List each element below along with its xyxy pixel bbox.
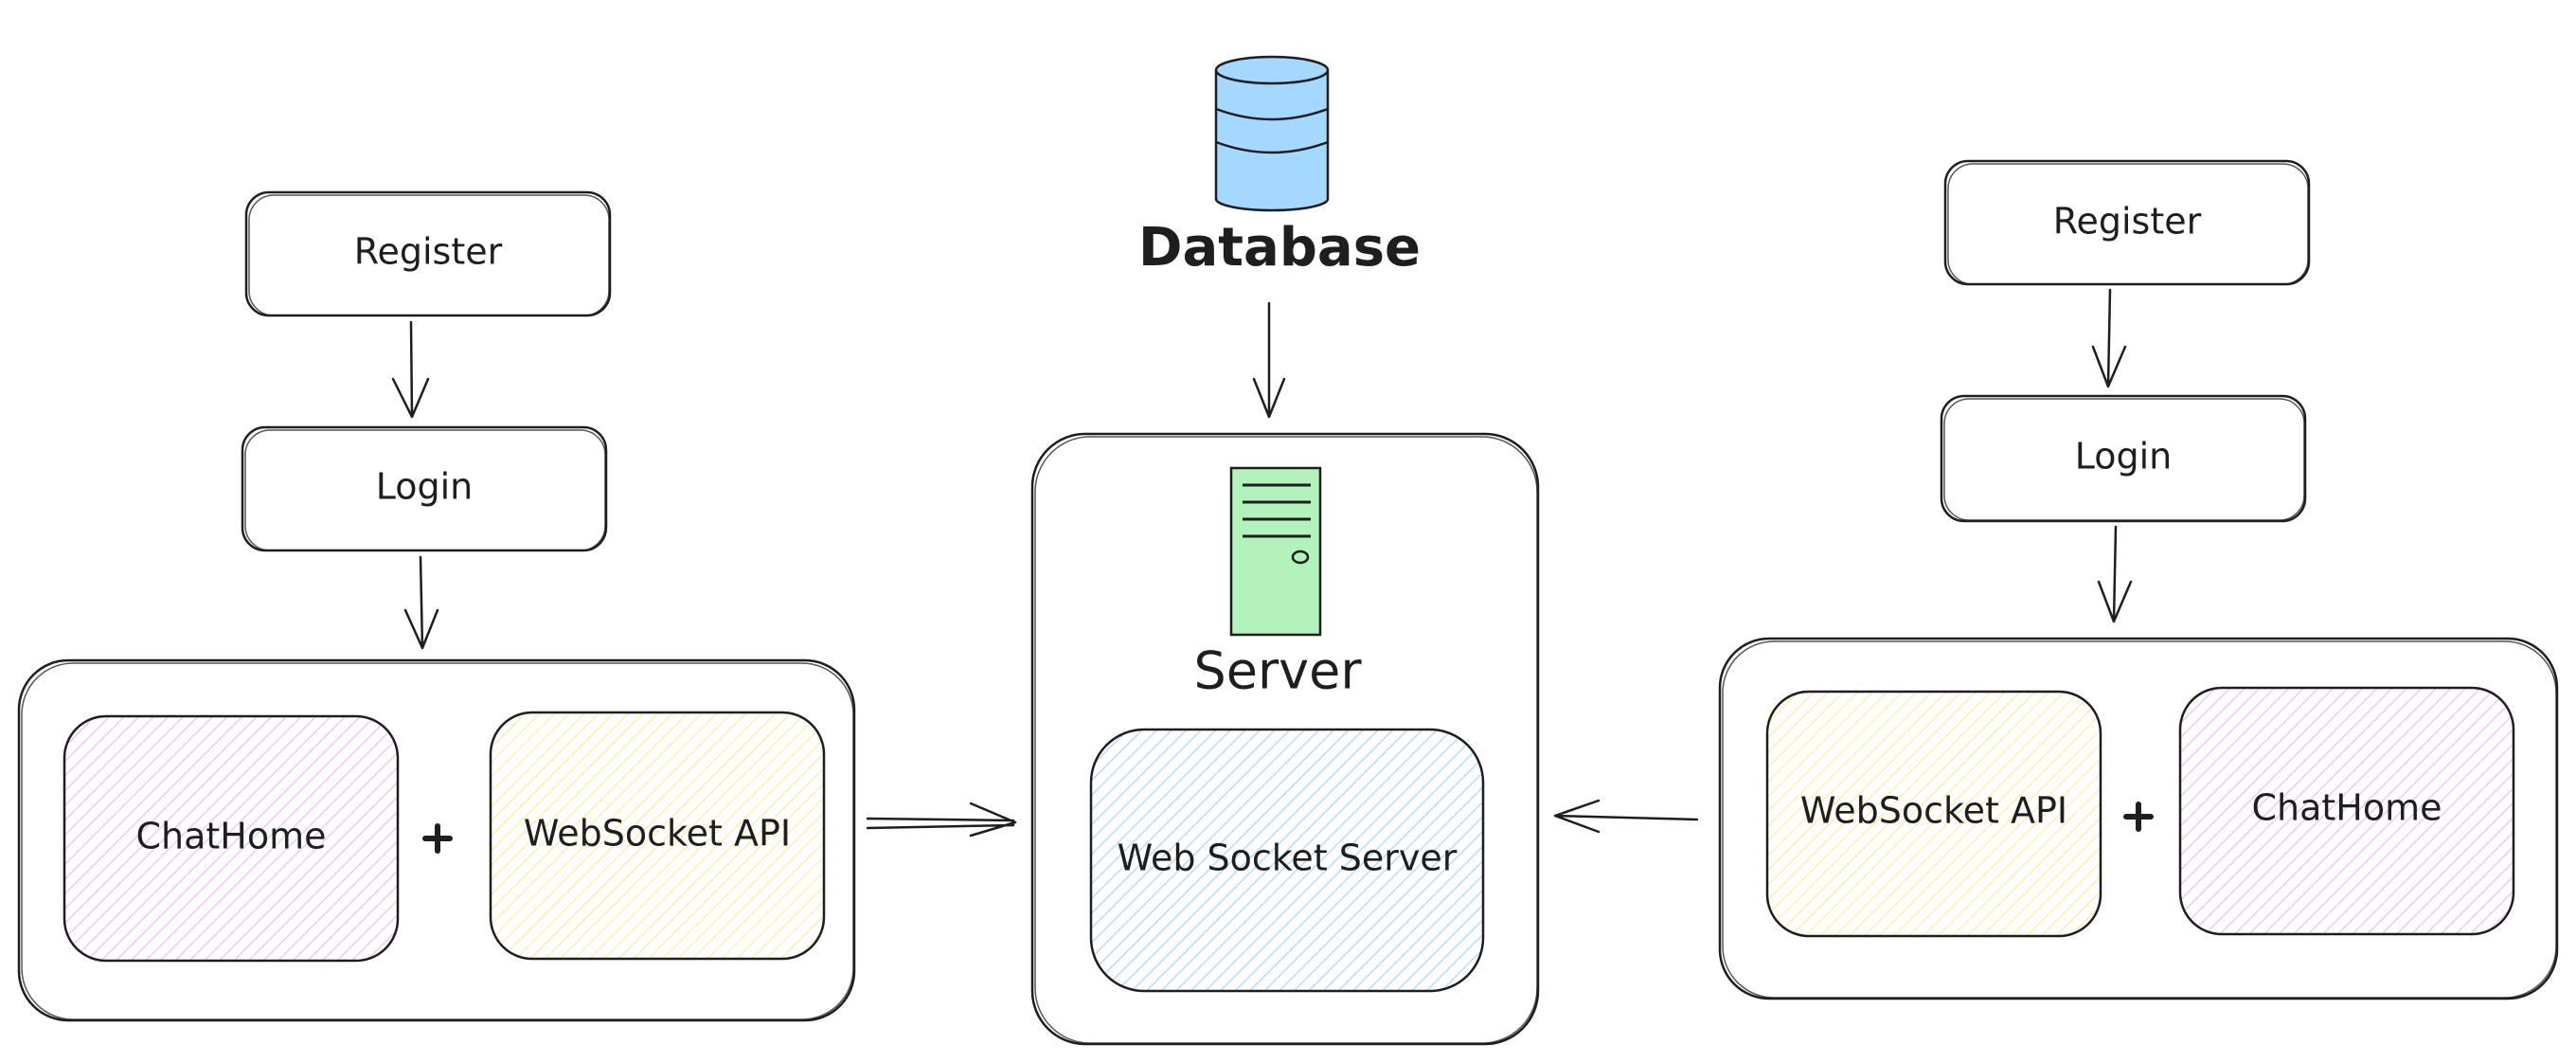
server-tower-icon bbox=[1229, 466, 1322, 637]
database-icon bbox=[1214, 55, 1330, 212]
right-websocket-api-label: WebSocket API bbox=[1800, 790, 2067, 832]
left-plus-sign bbox=[422, 823, 453, 854]
server-label: Server bbox=[1193, 641, 1362, 701]
left-register-label: Register bbox=[354, 231, 503, 273]
left-login-box[interactable]: Login bbox=[241, 425, 608, 552]
left-websocket-api-label: WebSocket API bbox=[524, 813, 791, 855]
right-login-label: Login bbox=[2075, 436, 2173, 477]
right-websocket-api-box[interactable]: WebSocket API bbox=[1765, 690, 2102, 938]
websocket-server-label: Web Socket Server bbox=[1118, 838, 1458, 879]
left-chathome-label: ChatHome bbox=[135, 816, 326, 857]
right-arrow-register-to-login bbox=[2091, 288, 2127, 388]
arrow-right-client-to-server bbox=[1553, 799, 1699, 834]
right-plus-sign bbox=[2123, 802, 2154, 832]
right-register-label: Register bbox=[2053, 201, 2202, 243]
left-chathome-box[interactable]: ChatHome bbox=[63, 714, 400, 963]
right-login-box[interactable]: Login bbox=[1940, 394, 2307, 523]
left-arrow-register-to-login bbox=[391, 320, 430, 419]
database: Database bbox=[1138, 55, 1421, 279]
left-arrow-login-to-client bbox=[403, 555, 439, 650]
left-websocket-api-box[interactable]: WebSocket API bbox=[489, 711, 826, 961]
right-chathome-label: ChatHome bbox=[2251, 787, 2442, 829]
database-label: Database bbox=[1138, 217, 1421, 279]
left-register-box[interactable]: Register bbox=[244, 190, 612, 317]
right-arrow-login-to-client bbox=[2097, 525, 2133, 623]
left-login-label: Login bbox=[376, 466, 474, 508]
right-client: Register Login WebSocket API ChatHome bbox=[1718, 159, 2559, 1000]
right-chathome-box[interactable]: ChatHome bbox=[2178, 686, 2515, 936]
websocket-server-box[interactable]: Web Socket Server bbox=[1089, 728, 1485, 993]
arrow-left-client-to-server bbox=[866, 802, 1017, 838]
arrow-database-to-server bbox=[1252, 301, 1286, 419]
server: Server Web Socket Server bbox=[1030, 432, 1540, 1046]
right-register-box[interactable]: Register bbox=[1943, 159, 2311, 286]
left-client: Register Login ChatHome WebSocket API bbox=[17, 190, 856, 1022]
